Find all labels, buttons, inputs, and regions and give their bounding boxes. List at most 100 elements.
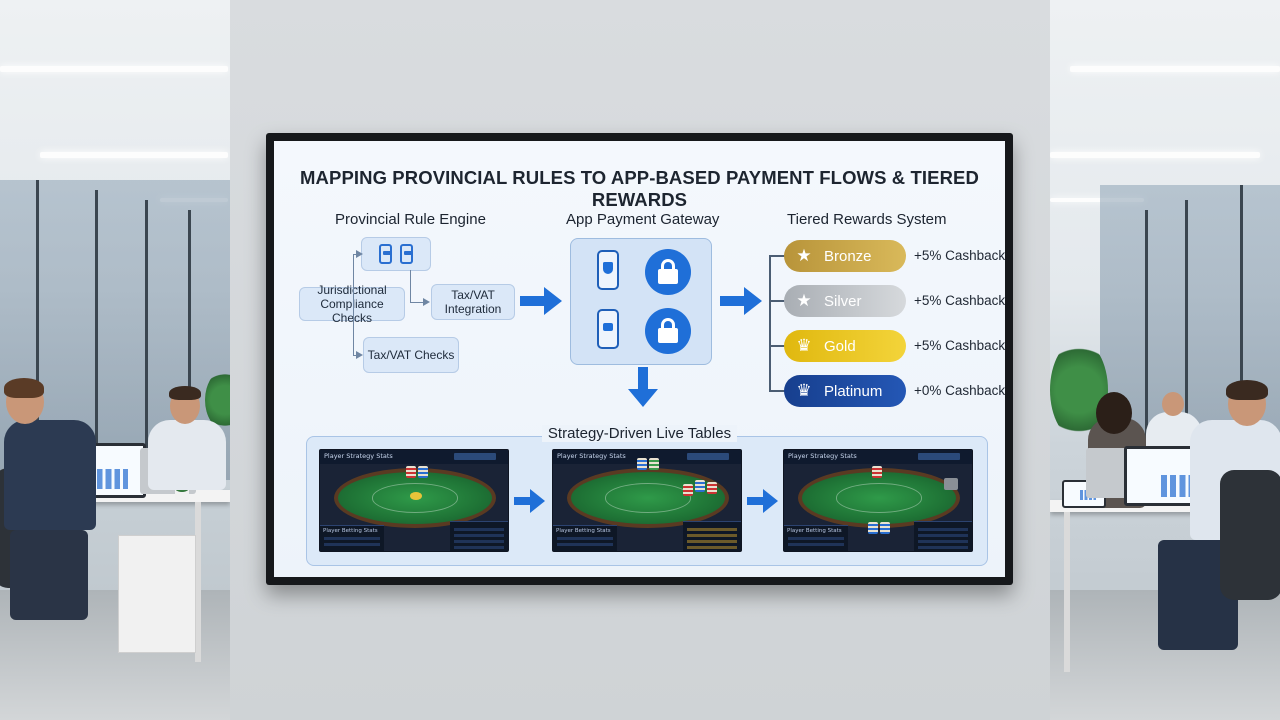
tier-name: Silver bbox=[824, 292, 862, 310]
rule-engine-heading: Provincial Rule Engine bbox=[335, 211, 486, 228]
office-background-left bbox=[0, 0, 230, 720]
tier-connector bbox=[769, 255, 785, 257]
chip-stack bbox=[868, 522, 878, 534]
tier-name: Platinum bbox=[824, 382, 883, 400]
chip bbox=[410, 492, 422, 500]
ceiling-light bbox=[0, 66, 228, 72]
live-table-screen: Player Strategy Stats Player Betting Sta… bbox=[783, 449, 973, 552]
ceiling-light bbox=[1050, 198, 1144, 202]
window-frame bbox=[36, 180, 39, 480]
desk-leg bbox=[195, 502, 201, 662]
person-hair bbox=[4, 378, 44, 398]
person bbox=[4, 420, 96, 530]
window-frame bbox=[1145, 210, 1148, 475]
stats-panel bbox=[914, 521, 972, 551]
compliance-checks-box: Jurisdictional Compliance Checks bbox=[299, 283, 405, 325]
stats-panel: Player Betting Stats bbox=[784, 525, 848, 551]
rewards-heading: Tiered Rewards System bbox=[787, 211, 947, 228]
connector-line bbox=[410, 302, 424, 303]
chip-stack bbox=[406, 466, 416, 478]
payment-gateway-heading: App Payment Gateway bbox=[566, 211, 720, 228]
page-title: MAPPING PROVINCIAL RULES TO APP-BASED PA… bbox=[300, 167, 979, 210]
app-icons-box bbox=[361, 237, 431, 271]
connector-line bbox=[410, 270, 411, 303]
tier-connector bbox=[769, 390, 785, 392]
tier-cashback: +5% Cashback bbox=[914, 338, 1005, 353]
payment-gateway-box bbox=[570, 238, 712, 365]
live-tables-heading-text: Strategy-Driven Live Tables bbox=[541, 425, 738, 442]
tier-connector bbox=[769, 255, 771, 391]
live-table-screen: Player Strategy Stats Player Betting Sta… bbox=[552, 449, 742, 552]
person bbox=[148, 420, 226, 490]
poker-table bbox=[567, 468, 729, 528]
window-frame bbox=[1240, 185, 1243, 475]
stats-panel bbox=[450, 521, 508, 551]
window-frame bbox=[145, 200, 148, 480]
stats-panel bbox=[683, 521, 741, 551]
star-icon: ★ bbox=[796, 246, 812, 265]
tier-cashback: +5% Cashback bbox=[914, 293, 1005, 308]
tier-name: Bronze bbox=[824, 247, 872, 265]
phone-icon bbox=[400, 244, 413, 264]
table-header: Player Strategy Stats bbox=[557, 452, 626, 460]
person-legs bbox=[10, 530, 88, 620]
tax-vat-integration-box: Tax/VAT Integration bbox=[431, 284, 515, 320]
lock-icon bbox=[645, 249, 691, 295]
connector-arrow bbox=[356, 250, 363, 258]
connector-arrow bbox=[423, 298, 430, 306]
chip-stack bbox=[872, 466, 882, 478]
card-shoe bbox=[944, 478, 958, 490]
window-frame bbox=[188, 210, 191, 480]
chip-stack bbox=[880, 522, 890, 534]
person-hair bbox=[1226, 380, 1268, 400]
person-hair bbox=[1096, 392, 1132, 434]
lock-icon bbox=[645, 308, 691, 354]
connector-arrow bbox=[356, 351, 363, 359]
stats-panel-title: Player Betting Stats bbox=[787, 528, 842, 534]
star-icon: ★ bbox=[796, 291, 812, 310]
stats-panel-title: Player Betting Stats bbox=[323, 528, 378, 534]
tier-gold-badge: ♛ Gold bbox=[784, 330, 906, 362]
office-background-right bbox=[1050, 0, 1280, 720]
tax-vat-checks-box: Tax/VAT Checks bbox=[363, 337, 459, 373]
chip-stack bbox=[695, 480, 705, 492]
stats-panel-title: Player Betting Stats bbox=[556, 528, 611, 534]
chip-stack bbox=[649, 458, 659, 470]
tier-cashback: +0% Cashback bbox=[914, 383, 1005, 398]
tier-platinum-badge: ♛ Platinum bbox=[784, 375, 906, 407]
chip-stack bbox=[707, 482, 717, 494]
office-chair bbox=[1220, 470, 1280, 600]
tier-name: Gold bbox=[824, 337, 856, 355]
live-table-screen: Player Strategy Stats Player Betting Sta… bbox=[319, 449, 509, 552]
ceiling-light bbox=[40, 152, 228, 158]
phone-shield-icon bbox=[597, 250, 619, 290]
live-tables-panel: Player Strategy Stats Player Betting Sta… bbox=[306, 436, 988, 566]
chip-stack bbox=[683, 484, 693, 496]
person-head bbox=[1162, 392, 1184, 416]
window-frame bbox=[95, 190, 98, 480]
desk-leg bbox=[1064, 512, 1070, 672]
stats-panel: Player Betting Stats bbox=[320, 525, 384, 551]
chip-stack bbox=[418, 466, 428, 478]
window-frame bbox=[1185, 200, 1188, 475]
tier-connector bbox=[769, 300, 785, 302]
monitor-screen: MAPPING PROVINCIAL RULES TO APP-BASED PA… bbox=[274, 141, 1005, 577]
connector-line bbox=[353, 254, 354, 356]
crown-icon: ♛ bbox=[796, 381, 812, 400]
ceiling-light bbox=[1070, 66, 1280, 72]
live-tables-heading: Strategy-Driven Live Tables bbox=[274, 425, 1005, 442]
chip-stack bbox=[637, 458, 647, 470]
tier-connector bbox=[769, 345, 785, 347]
filing-cabinet bbox=[118, 535, 196, 653]
phone-icon bbox=[379, 244, 392, 264]
table-header: Player Strategy Stats bbox=[788, 452, 857, 460]
tier-silver-badge: ★ Silver bbox=[784, 285, 906, 317]
tier-cashback: +5% Cashback bbox=[914, 248, 1005, 263]
phone-card-icon bbox=[597, 309, 619, 349]
ceiling-light bbox=[1050, 152, 1260, 158]
tier-bronze-badge: ★ Bronze bbox=[784, 240, 906, 272]
stats-panel: Player Betting Stats bbox=[553, 525, 617, 551]
crown-icon: ♛ bbox=[796, 336, 812, 355]
wall-monitor: MAPPING PROVINCIAL RULES TO APP-BASED PA… bbox=[266, 133, 1013, 585]
person-hair bbox=[169, 386, 201, 400]
